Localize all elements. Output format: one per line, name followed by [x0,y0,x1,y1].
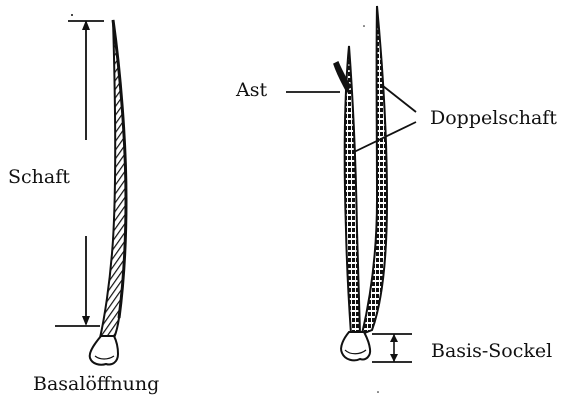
label-doppelschaft: Doppelschaft [430,107,557,129]
basal-opening-shape [90,336,118,365]
basis-sockel-dimension [372,334,412,362]
single-seta [90,20,126,365]
label-schaft: Schaft [8,166,70,188]
label-ast: Ast [235,79,267,101]
base-socket-shape [341,332,370,360]
double-seta [334,6,387,360]
double-shaft-right [362,6,387,334]
label-basis-sockel: Basis-Sockel [431,340,552,362]
label-basaloeffnung: Basalöffnung [33,373,159,395]
